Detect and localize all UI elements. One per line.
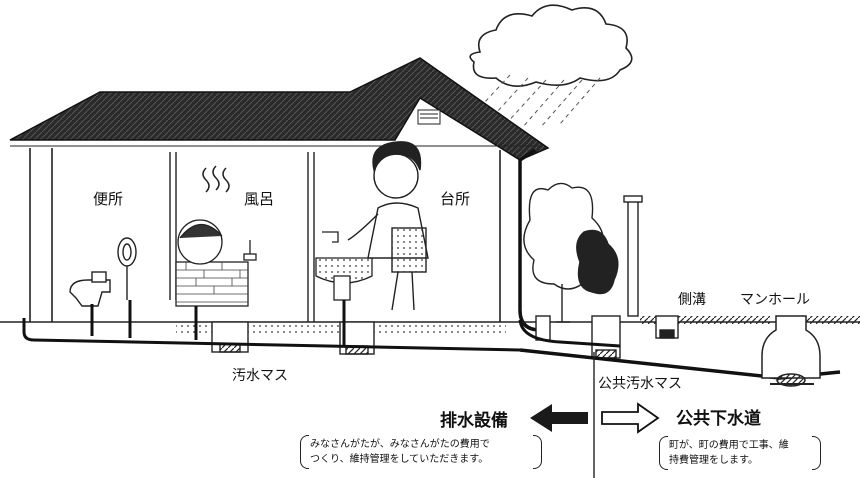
vent-pipe: [623, 195, 643, 317]
tree-icon: [523, 182, 619, 323]
ground-hatch: [640, 316, 770, 324]
note-public-sewer-line2: 持費管理をします。: [669, 455, 758, 466]
note-public-sewer-line1: 町が、町の費用で工事、維: [669, 440, 789, 451]
title-public-sewer: 公共下水道: [676, 409, 761, 429]
note-public-sewer: 町が、町の費用で工事、維 持費管理をします。: [659, 436, 821, 470]
side-ditch-icon: [655, 315, 679, 339]
bathtub-icon: [175, 219, 257, 307]
sewage-basin-icon: [211, 315, 551, 355]
label-bath: 風呂: [244, 190, 275, 208]
roof: [9, 57, 550, 161]
arrow-right-icon: [601, 402, 660, 434]
public-sewage-basin-icon: [591, 315, 621, 359]
title-drainage-facility: 排水設備: [440, 411, 508, 431]
bracket-left: [300, 435, 309, 469]
label-toilet: 便所: [93, 190, 124, 208]
bracket-right: [812, 436, 821, 470]
note-drainage-line1: みなさんがたが、みなさんがたの費用で: [310, 439, 490, 450]
ground-hatch-right: [800, 316, 860, 324]
arrow-left-icon: [530, 404, 588, 432]
bracket-left: [659, 436, 668, 470]
steam-icon: [202, 165, 230, 193]
label-manhole: マンホール: [740, 292, 810, 308]
woman-figure: [347, 141, 429, 311]
label-sewage-basin: 汚水マス: [232, 368, 288, 384]
manhole-icon: [761, 315, 821, 387]
note-drainage: みなさんがたが、みなさんがたの費用で つくり、維持管理をしていただきます。: [300, 435, 542, 469]
label-kitchen: 台所: [440, 190, 471, 208]
note-drainage-line2: つくり、維持管理をしていただきます。: [310, 454, 489, 465]
drain-pipes: [22, 300, 841, 380]
cloud-icon: [469, 4, 633, 87]
sink-icon: [315, 231, 373, 301]
label-public-sewage-basin: 公共汚水マス: [598, 376, 682, 392]
label-side-ditch: 側溝: [678, 292, 706, 308]
toilet-icon: [69, 237, 137, 307]
bracket-right: [533, 435, 542, 469]
